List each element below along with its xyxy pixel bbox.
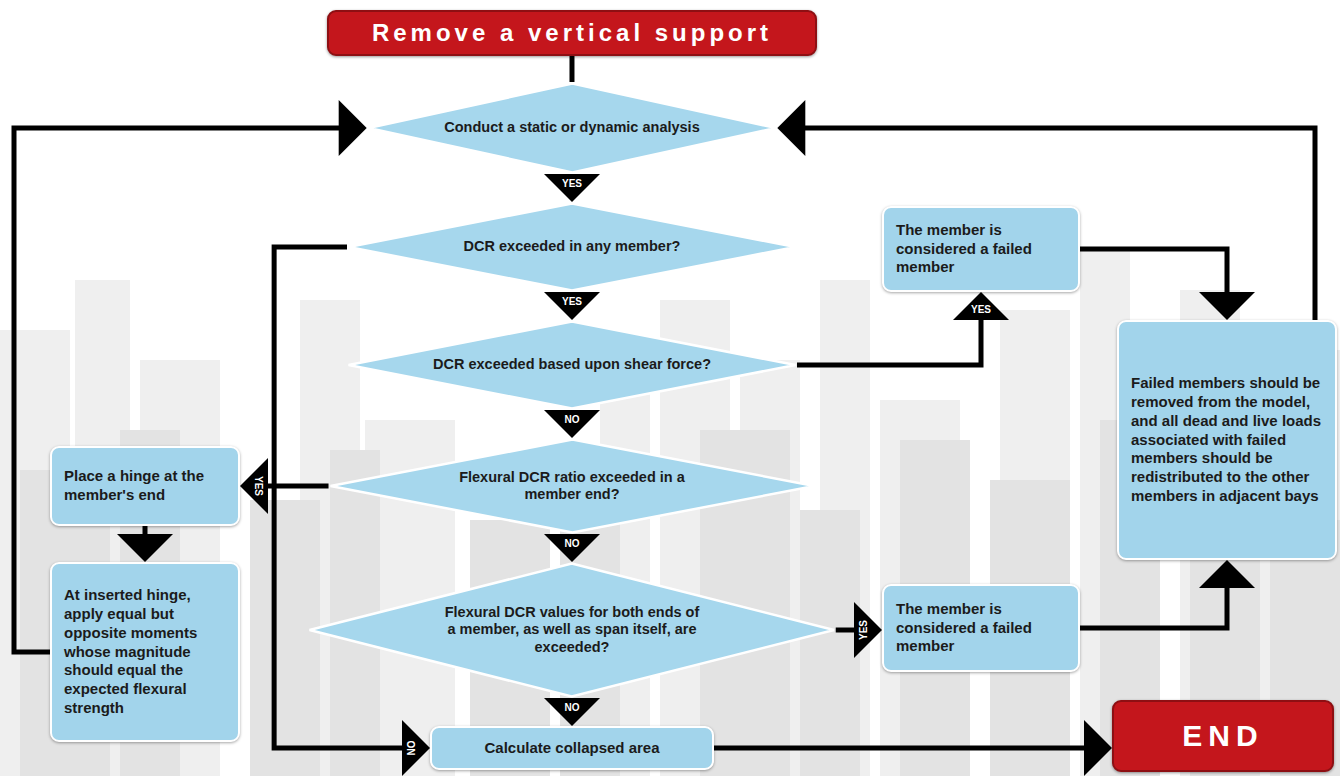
edge-label: NO: [565, 703, 580, 713]
diamond-text-area: DCR exceeded based upon shear force?: [347, 320, 797, 410]
connector-line: [797, 319, 981, 365]
building: [800, 510, 860, 776]
connector-line: [143, 526, 148, 535]
decision-text: Flexural DCR ratio exceeded in a member …: [452, 469, 692, 504]
connector: [714, 720, 1112, 776]
connector-line: [804, 128, 1315, 320]
arrowhead: [1199, 560, 1255, 588]
arrowhead: [544, 534, 600, 562]
connector: [1080, 560, 1255, 628]
arrowhead: [544, 174, 600, 202]
connector: [544, 534, 600, 562]
decision-diamond: Flexural DCR ratio exceeded in a member …: [329, 438, 816, 534]
decision-text: Conduct a static or dynamic analysis: [444, 119, 699, 136]
arrowhead: [339, 100, 367, 156]
diamond-fill: [349, 322, 796, 409]
connector: [274, 247, 430, 776]
edge-label: YES: [253, 476, 263, 496]
arrowhead: [544, 410, 600, 438]
diamond-text-area: DCR exceeded in any member?: [347, 202, 797, 292]
process-text: The member is considered a failed member: [896, 221, 1066, 277]
decision-text: DCR exceeded in any member?: [464, 238, 681, 255]
connector: [544, 698, 600, 726]
connector: [544, 292, 600, 320]
edge-label: YES: [859, 620, 869, 640]
arrowhead: [544, 292, 600, 320]
arrowhead: [402, 720, 430, 776]
end-terminator: END: [1112, 700, 1334, 772]
decision-diamond: DCR exceeded based upon shear force?: [347, 320, 797, 410]
diamond-text-area: Flexural DCR ratio exceeded in a member …: [329, 438, 816, 534]
edge-label: YES: [562, 297, 582, 307]
process-text: Calculate collapsed area: [444, 739, 700, 758]
connector-line: [1080, 249, 1227, 293]
connector-line: [569, 56, 574, 82]
connector: [1080, 249, 1255, 320]
arrowhead: [1199, 292, 1255, 320]
diamond-fill: [368, 84, 776, 173]
arrowhead: [777, 100, 805, 156]
diamond-fill: [310, 564, 834, 697]
edge-label: NO: [564, 539, 579, 549]
connector-line: [267, 484, 329, 489]
arrowhead: [544, 698, 600, 726]
connector: [544, 174, 600, 202]
arrowhead: [240, 458, 268, 514]
connector-line: [1080, 587, 1227, 628]
skyline-back: [0, 250, 1340, 776]
process-box: Calculate collapsed area: [430, 726, 714, 770]
terminator-text: Remove a vertical support: [372, 19, 772, 47]
decision-diamond: DCR exceeded in any member?: [347, 202, 797, 292]
connector: [797, 292, 1009, 365]
edge-label: NO: [407, 741, 417, 756]
connector: [117, 526, 173, 562]
connector-line: [836, 628, 855, 633]
arrowhead: [117, 534, 173, 562]
process-box: At inserted hinge, apply equal but oppos…: [50, 562, 240, 742]
process-text: At inserted hinge, apply equal but oppos…: [64, 586, 226, 717]
connector: [571, 56, 572, 82]
process-text: Place a hinge at the member's end: [64, 467, 226, 505]
building: [250, 500, 320, 776]
edge-label: YES: [971, 305, 991, 315]
process-box: The member is considered a failed member: [882, 584, 1080, 672]
diamond-text-area: Conduct a static or dynamic analysis: [367, 82, 778, 174]
diamond-fill: [330, 440, 814, 533]
diamond-fill: [349, 204, 796, 291]
arrowhead: [1084, 720, 1112, 776]
connector: [836, 602, 882, 658]
connector: [544, 410, 600, 438]
process-box: The member is considered a failed member: [882, 206, 1080, 292]
decision-diamond: Flexural DCR values for both ends of a m…: [308, 562, 835, 698]
process-text: Failed members should be removed from th…: [1131, 374, 1323, 505]
connector: [777, 100, 1315, 320]
connector-line: [714, 746, 1085, 751]
decision-text: DCR exceeded based upon shear force?: [433, 356, 711, 373]
decision-text: Flexural DCR values for both ends of a m…: [442, 604, 702, 656]
arrowhead: [953, 292, 1009, 320]
process-text: The member is considered a failed member: [896, 600, 1066, 656]
process-box: Place a hinge at the member's end: [50, 446, 240, 526]
process-box: Failed members should be removed from th…: [1117, 320, 1337, 560]
decision-diamond: Conduct a static or dynamic analysis: [367, 82, 778, 174]
start-terminator: Remove a vertical support: [327, 10, 817, 56]
diamond-text-area: Flexural DCR values for both ends of a m…: [308, 562, 835, 698]
edge-label: NO: [564, 415, 579, 425]
terminator-text: END: [1182, 719, 1263, 753]
connector: [240, 458, 329, 514]
edge-label: YES: [562, 179, 582, 189]
arrowhead: [854, 602, 882, 658]
